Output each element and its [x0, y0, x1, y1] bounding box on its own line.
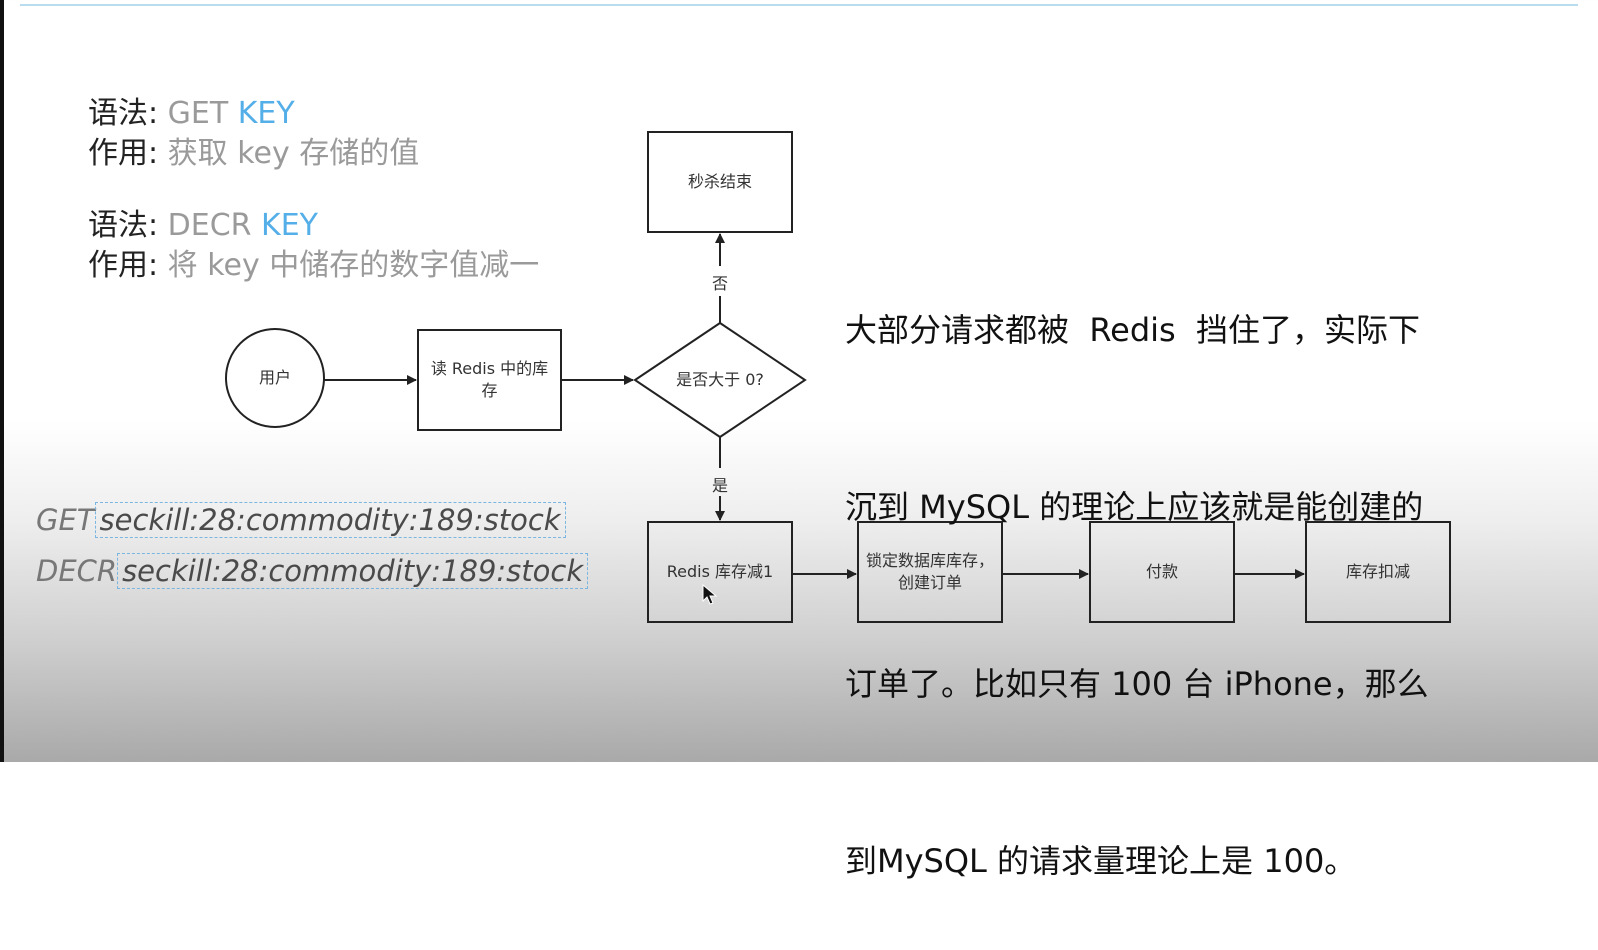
command-argument: seckill:28:commodity:189:stock	[117, 553, 589, 589]
syntax-label: 语法:	[88, 96, 168, 131]
end-node	[647, 131, 793, 233]
yes-edge-label: 是	[712, 476, 729, 495]
redis-decr-label: Redis 库存减1	[666, 562, 774, 581]
redis-decr-node	[647, 521, 793, 623]
deduct-node	[1305, 521, 1451, 623]
command-name: GET	[167, 96, 238, 131]
decision-label: 是否大于 0?	[676, 370, 764, 389]
read-redis-label: 读 Redis 中的库存	[430, 359, 549, 400]
top-divider	[20, 4, 1578, 6]
usage-decr-line: 作用: 将 key 中储存的数字值减一	[88, 246, 539, 286]
end-label: 秒杀结束	[687, 172, 752, 191]
key-placeholder: KEY	[237, 96, 295, 131]
explanation-line: 到MySQL 的请求量理论上是 100。	[845, 842, 1357, 880]
explanation-line: 沉到 MySQL 的理论上应该就是能创建的	[845, 488, 1424, 526]
usage-label: 作用:	[88, 136, 168, 171]
explanation-line: 订单了。比如只有 100 台 iPhone，那么	[845, 665, 1429, 703]
usage-label: 作用:	[88, 248, 168, 283]
syntax-decr-line: 语法: DECR KEY	[88, 206, 318, 246]
command-argument: seckill:28:commodity:189:stock	[94, 502, 566, 538]
lock-db-label: 锁定数据库库存，创建订单	[866, 551, 995, 592]
command-keyword: GET	[36, 503, 95, 537]
lock-db-node	[857, 521, 1003, 623]
pay-label: 付款	[1145, 562, 1178, 581]
flowchart	[225, 131, 1451, 623]
no-edge-label: 否	[712, 274, 729, 293]
corner-mark	[1558, 748, 1598, 762]
usage-text: 获取 key 存储的值	[167, 136, 420, 171]
explanation-paragraph: 大部分请求都被 Redis 挡住了，实际下 沉到 MySQL 的理论上应该就是能…	[845, 183, 1465, 950]
mouse-cursor-icon	[702, 584, 718, 605]
usage-text: 将 key 中储存的数字值减一	[167, 248, 540, 283]
key-placeholder: KEY	[261, 208, 318, 243]
user-node-label: 用户	[258, 368, 291, 387]
command-keyword: DECR	[36, 554, 118, 588]
usage-get-line: 作用: 获取 key 存储的值	[88, 134, 419, 174]
left-edge	[0, 0, 4, 762]
syntax-label: 语法:	[88, 208, 168, 243]
pay-node	[1089, 521, 1235, 623]
explanation-line: 大部分请求都被 Redis 挡住了，实际下	[845, 311, 1421, 349]
command-name: DECR	[167, 208, 262, 243]
syntax-get-line: 语法: GET KEY	[88, 94, 295, 134]
deduct-label: 库存扣减	[1345, 562, 1410, 581]
user-node	[225, 328, 325, 428]
